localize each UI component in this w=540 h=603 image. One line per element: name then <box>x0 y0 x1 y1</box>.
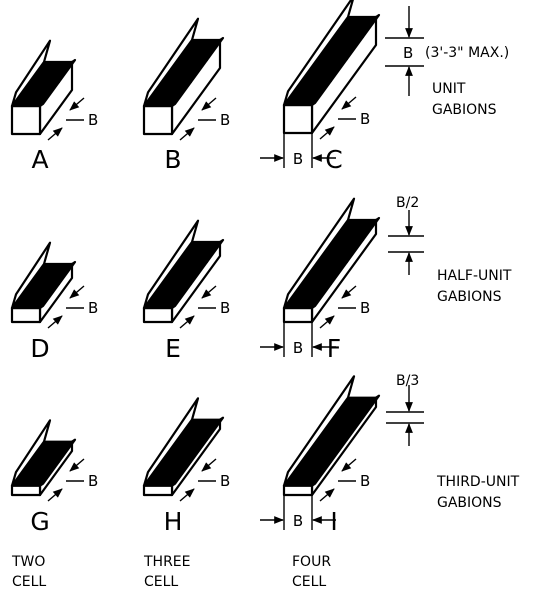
gabion-front-face <box>10 104 42 136</box>
gabion-b-three-cell-unit: B <box>142 17 230 141</box>
end-width-b-label: B <box>88 299 98 317</box>
dimension-arrow <box>179 315 195 329</box>
gabion-g-two-cell-third-unit: B <box>10 419 98 502</box>
row-label-third-2: GABIONS <box>437 495 502 511</box>
dimension-arrow <box>341 285 357 299</box>
height-dimension-half <box>388 210 424 275</box>
label-c: C <box>325 145 342 174</box>
width-b-label-i: B <box>293 512 303 530</box>
label-e: E <box>165 334 181 363</box>
dimension-arrow <box>179 488 195 502</box>
gabion-front-face <box>10 484 42 497</box>
end-width-b-label: B <box>220 299 230 317</box>
end-width-b-label: B <box>360 299 370 317</box>
width-dimension-i <box>260 495 336 530</box>
column-label-four-1: FOUR <box>292 554 331 570</box>
half-height-label: B/2 <box>396 195 419 211</box>
end-width-b-label: B <box>88 111 98 129</box>
column-label-four-2: CELL <box>292 574 326 590</box>
height-dimension-third <box>386 385 424 446</box>
max-height-note: (3'-3" MAX.) <box>425 45 509 61</box>
gabion-lid <box>10 419 52 487</box>
gabion-e-three-cell-half-unit: B <box>142 219 230 329</box>
row-label-unit-1: UNIT <box>432 81 466 97</box>
end-width-b-label: B <box>360 110 370 128</box>
gabion-i-four-cell-third-unit: B <box>282 375 381 502</box>
label-b: B <box>164 145 181 174</box>
height-b-label: B <box>403 44 413 62</box>
gabion-front-face <box>142 104 174 136</box>
column-label-two-1: TWO <box>11 554 45 570</box>
label-h: H <box>164 507 183 536</box>
gabion-front-face <box>282 306 314 324</box>
dimension-arrow <box>341 458 357 472</box>
end-width-b-label: B <box>360 472 370 490</box>
width-dimension-f <box>260 322 336 357</box>
gabion-lid <box>282 375 356 487</box>
column-label-three-2: CELL <box>144 574 178 590</box>
dimension-arrow <box>69 285 85 299</box>
width-dimension-c <box>260 133 336 168</box>
gabion-c-four-cell-unit: B <box>282 0 381 140</box>
gabion-lid <box>282 0 354 107</box>
dimension-arrow <box>47 127 63 141</box>
label-a: A <box>31 145 48 174</box>
column-label-three-1: THREE <box>143 554 191 570</box>
gabion-lid <box>10 39 52 108</box>
gabion-front-face <box>142 306 174 324</box>
width-b-label-c: B <box>293 150 303 168</box>
gabion-front-face <box>142 484 174 497</box>
dimension-arrow <box>47 488 63 502</box>
gabion-lid <box>142 17 200 108</box>
row-label-unit-2: GABIONS <box>432 102 497 118</box>
gabion-front-face <box>282 484 314 497</box>
dimension-arrow <box>201 97 217 111</box>
gabion-f-four-cell-half-unit: B <box>282 197 381 329</box>
row-label-half-2: GABIONS <box>437 289 502 305</box>
end-width-b-label: B <box>220 472 230 490</box>
end-width-b-label: B <box>220 111 230 129</box>
label-g: G <box>30 507 49 536</box>
dimension-arrow <box>341 96 357 110</box>
dimension-arrow <box>69 458 85 472</box>
label-i: I <box>330 507 337 536</box>
width-b-label-f: B <box>293 339 303 357</box>
gabion-lid <box>10 241 52 310</box>
gabion-front-face <box>282 103 314 135</box>
gabion-d-two-cell-half-unit: B <box>10 241 98 329</box>
column-label-two-2: CELL <box>12 574 46 590</box>
gabion-a-two-cell-unit: B <box>10 39 98 141</box>
third-height-label: B/3 <box>396 373 419 389</box>
height-dimension-unit <box>385 6 424 96</box>
dimension-arrow <box>47 315 63 329</box>
gabion-lid <box>142 397 200 487</box>
dimension-arrow <box>319 126 335 140</box>
dimension-arrow <box>319 488 335 502</box>
dimension-arrow <box>201 458 217 472</box>
dimension-arrow <box>201 285 217 299</box>
row-label-half-1: HALF-UNIT <box>437 268 512 284</box>
dimension-arrow <box>179 127 195 141</box>
gabion-lid <box>142 219 200 310</box>
gabion-lid <box>282 197 356 310</box>
row-label-third-1: THIRD-UNIT <box>436 474 520 490</box>
gabion-h-three-cell-third-unit: B <box>142 397 230 502</box>
dimension-arrow <box>69 97 85 111</box>
end-width-b-label: B <box>88 472 98 490</box>
label-d: D <box>30 334 49 363</box>
dimension-arrow <box>319 315 335 329</box>
label-f: F <box>327 334 341 363</box>
gabion-front-face <box>10 306 42 324</box>
